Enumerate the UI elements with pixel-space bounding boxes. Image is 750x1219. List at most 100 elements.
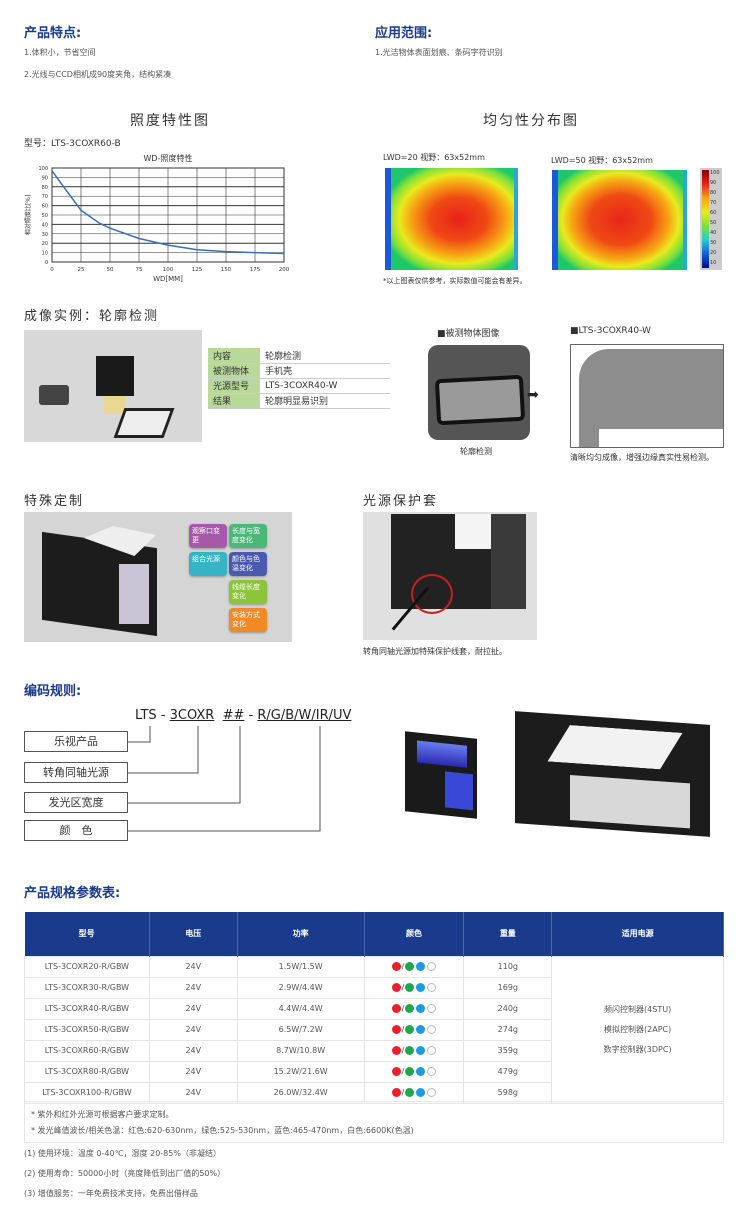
spec-notes: * 紫外和红外光源可根据客户要求定制。 * 发光峰值波长/相关色温：红色:620… xyxy=(24,1101,724,1143)
spec-title: 产品规格参数表: xyxy=(24,886,121,901)
scale-label: 50 xyxy=(710,220,717,226)
blue-dot-icon xyxy=(416,983,426,992)
white-dot-icon xyxy=(427,1046,437,1055)
series-line xyxy=(51,170,285,255)
color-cell: / xyxy=(363,997,465,1020)
code-part: LTS xyxy=(135,708,157,723)
y-tick-label: 0 xyxy=(45,260,48,266)
voltage-cell: 24V xyxy=(148,1018,238,1041)
green-dot-icon xyxy=(405,962,415,971)
footnote: (2) 使用寿命：50000小时（亮度降低到出厂值的50%） xyxy=(24,1169,226,1178)
code-sep: - xyxy=(160,708,166,723)
arrow-right-icon: ➡ xyxy=(527,387,539,403)
uniform-section-title: 均匀性分布图 xyxy=(483,113,579,129)
red-dot-icon xyxy=(391,983,401,992)
imaging-value: 轮廓明显易识别 xyxy=(260,393,390,409)
red-dot-icon xyxy=(391,1025,401,1034)
y-tick-label: 80 xyxy=(42,185,48,191)
custom-option-tag: 观察口变更 xyxy=(189,524,227,548)
voltage-cell: 24V xyxy=(148,976,238,999)
white-dot-icon xyxy=(427,1088,437,1097)
code-box: 发光区宽度 xyxy=(24,792,128,813)
voltage-cell: 24V xyxy=(148,955,238,978)
scale-label: 20 xyxy=(710,250,717,256)
y-tick-label: 50 xyxy=(42,213,48,219)
y-tick-label: 60 xyxy=(42,204,48,210)
color-cell: / xyxy=(363,976,465,999)
spec-header: 型号 xyxy=(24,912,150,956)
imaging-key: 被测物体 xyxy=(208,363,260,379)
scale-label: 100 xyxy=(710,170,720,176)
white-dot-icon xyxy=(427,1067,437,1076)
coding-title: 编码规则: xyxy=(24,684,82,699)
model-cell: LTS-3COXR100-R/GBW xyxy=(24,1081,150,1104)
protect-caption: 转角同轴光源加特殊保护线套，耐拉扯。 xyxy=(363,647,507,656)
weight-cell: 169g xyxy=(463,976,553,999)
model-cell: LTS-3COXR60-R/GBW xyxy=(24,1039,150,1062)
protect-title: 光源保护套 xyxy=(363,494,439,509)
scale-label: 10 xyxy=(710,260,717,266)
weight-cell: 598g xyxy=(463,1081,553,1104)
custom-title: 特殊定制 xyxy=(24,494,85,509)
white-dot-icon xyxy=(427,1025,437,1034)
red-dot-icon xyxy=(391,1004,401,1013)
color-cell: / xyxy=(363,1039,465,1062)
x-tick-label: 175 xyxy=(250,267,261,273)
applications-title: 应用范围: xyxy=(375,26,433,41)
map1-label: LWD=20 视野：63x52mm xyxy=(383,153,485,162)
uniform-note: *以上图表仅供参考，实际数值可能会有差异。 xyxy=(383,277,527,285)
power-cell: 6.5W/7.2W xyxy=(236,1018,365,1041)
x-tick-label: 0 xyxy=(50,267,54,273)
custom-option-tag: 线缆长度变化 xyxy=(229,580,267,604)
voltage-cell: 24V xyxy=(148,1039,238,1062)
custom-option-tag: 安装方式变化 xyxy=(229,608,267,632)
result-image-label: ■LTS-3COXR40-W xyxy=(570,326,651,336)
scale-label: 80 xyxy=(710,190,717,196)
application-item: 1.光洁物体表面划痕、条码字符识别 xyxy=(375,48,503,57)
imaging-table-row: 内容轮廓检测 xyxy=(208,348,390,364)
blue-dot-icon xyxy=(416,1025,426,1034)
code-format: LTS - 3COXR ## - R/G/B/W/IR/UV xyxy=(135,708,351,723)
red-dot-icon xyxy=(391,1067,401,1076)
power-supply-item: 频闪控制器(4STU) xyxy=(604,1004,672,1014)
illum-section-title: 照度特性图 xyxy=(130,113,210,129)
y-tick-label: 70 xyxy=(42,194,48,200)
x-tick-label: 150 xyxy=(221,267,232,273)
spec-header: 重量 xyxy=(463,912,553,956)
result-image xyxy=(570,344,724,448)
power-supply-item: 模拟控制器(2APC) xyxy=(604,1024,672,1034)
red-dot-icon xyxy=(391,962,401,971)
green-dot-icon xyxy=(405,1004,415,1013)
y-tick-label: 10 xyxy=(42,251,48,257)
x-tick-label: 125 xyxy=(192,267,203,273)
imaging-key: 光源型号 xyxy=(208,378,260,394)
map2-label: LWD=50 视野：63x52mm xyxy=(551,156,653,165)
spec-note: * 紫外和红外光源可根据客户要求定制。 xyxy=(31,1110,174,1119)
weight-cell: 274g xyxy=(463,1018,553,1041)
imaging-value: 手机壳 xyxy=(260,363,390,379)
y-axis-label: 相对照度比[%] xyxy=(24,195,32,235)
green-dot-icon xyxy=(405,983,415,992)
blue-dot-icon xyxy=(416,1088,426,1097)
imaging-title: 成像实例：轮廓检测 xyxy=(24,309,160,324)
model-cell: LTS-3COXR80-R/GBW xyxy=(24,1060,150,1083)
green-dot-icon xyxy=(405,1088,415,1097)
blue-dot-icon xyxy=(416,1046,426,1055)
color-cell: / xyxy=(363,1018,465,1041)
imaging-table-row: 被测物体手机壳 xyxy=(208,363,390,379)
object-image-caption: 轮廓检测 xyxy=(460,447,492,456)
code-box: 颜 色 xyxy=(24,820,128,841)
features-title: 产品特点: xyxy=(24,26,82,41)
imaging-value: 轮廓检测 xyxy=(260,348,390,364)
white-dot-icon xyxy=(427,962,437,971)
chart-title: WD-照度特性 xyxy=(144,153,193,163)
green-dot-icon xyxy=(405,1025,415,1034)
code-part: 3COXR xyxy=(169,708,215,723)
y-tick-label: 30 xyxy=(42,232,48,238)
footnote: (3) 增值服务：一年免费技术支持，免费出借样品 xyxy=(24,1189,198,1198)
